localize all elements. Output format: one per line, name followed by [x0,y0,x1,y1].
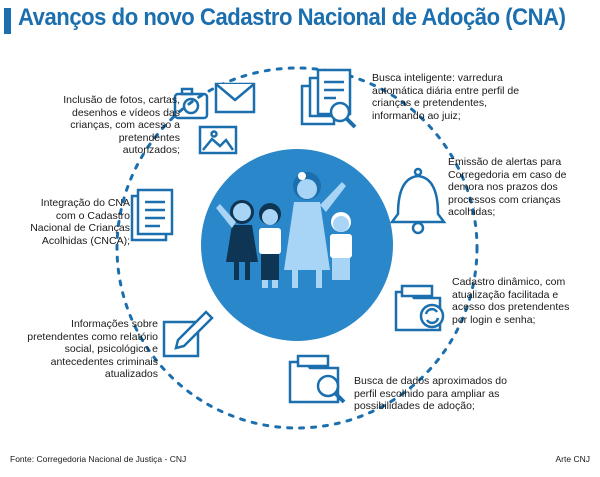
caption-info: Informações sobre pretendentes como rela… [27,318,158,381]
camera-icon [173,87,209,120]
caption-approx: Busca de dados aproximados do perfil esc… [354,375,507,413]
caption-photos: Inclusão de fotos, cartas, desenhos e ví… [63,94,180,157]
folder-refresh-icon [394,284,445,332]
image-icon [198,125,238,155]
dashed-ring [115,66,479,430]
credit-note: Arte CNJ [555,454,590,464]
envelope-icon [214,82,256,114]
title-accent-bar [4,8,11,34]
caption-alerts: Emissão de alertas para Corregedoria em … [448,156,567,219]
edit-pencil-icon [162,310,214,358]
document-search-icon [300,68,357,129]
caption-cnca: Integração do CNA com o Cadastro Naciona… [30,197,130,247]
caption-dynamic: Cadastro dinâmico, com atualização facil… [452,276,570,326]
children-illustration [201,149,393,341]
page-title: Avanços do novo Cadastro Nacional de Ado… [18,4,566,31]
bell-icon [389,167,447,235]
caption-search: Busca inteligente: varredura automática … [372,72,520,122]
folder-search-icon [288,354,346,404]
document-list-icon [130,188,174,242]
source-note: Fonte: Corregedoria Nacional de Justiça … [10,454,187,464]
